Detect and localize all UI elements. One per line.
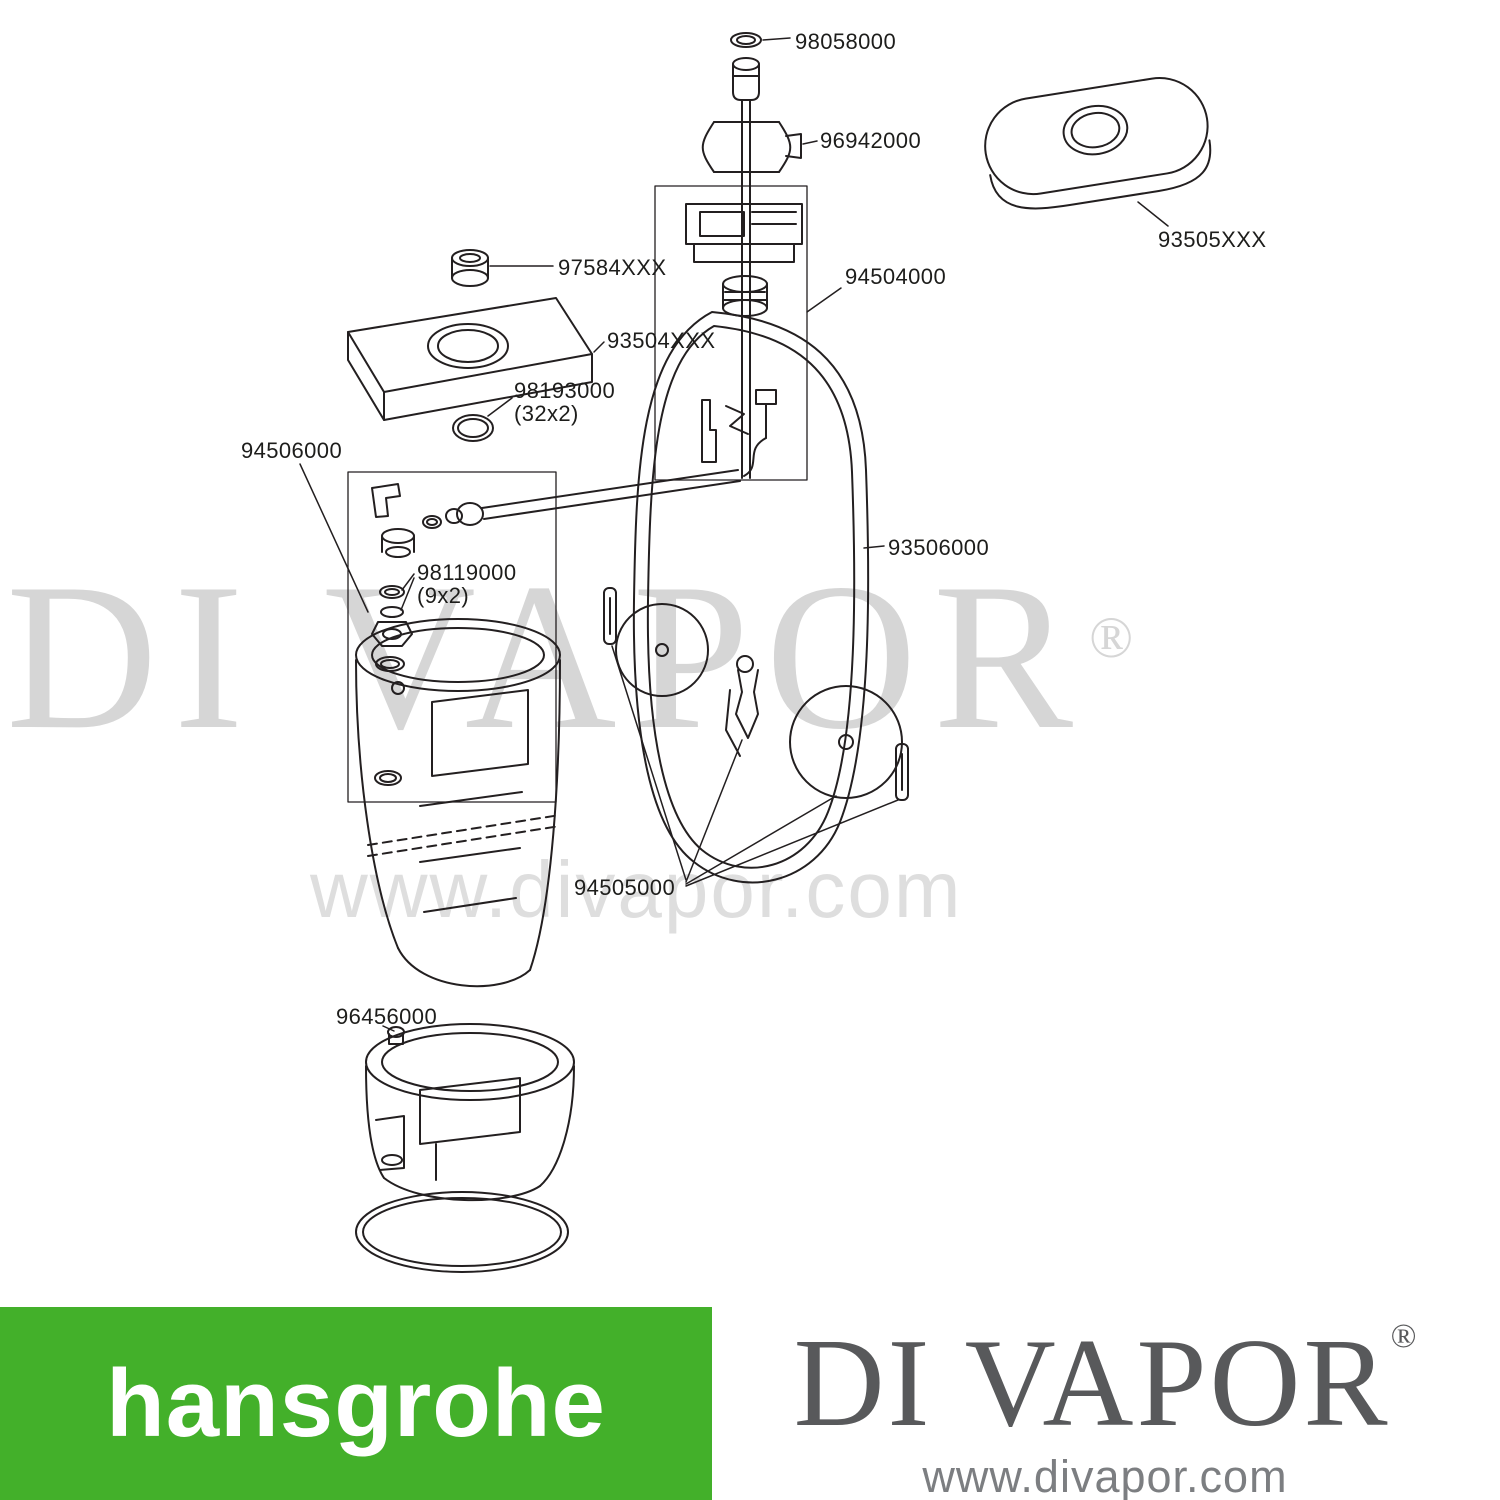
- leader-lines: [299, 37, 1169, 1032]
- detail-box-94504000: [654, 185, 808, 481]
- part-oring-98193000: [452, 414, 494, 442]
- part-escutcheon-93505: [984, 77, 1212, 210]
- divapor-logo: DI VAPOR®: [745, 1320, 1465, 1447]
- part-label-94504000: 94504000: [845, 264, 947, 289]
- part-hook: [371, 483, 401, 518]
- part-body-upper: [355, 618, 561, 988]
- part-weights-94505000: [603, 587, 909, 801]
- part-valve-98119000: [371, 528, 415, 672]
- part-label-98058000: 98058000: [795, 29, 897, 54]
- part-label-98119000-number: 98119000: [417, 560, 517, 585]
- exploded-parts-drawing: [299, 32, 1212, 1273]
- divapor-url: www.divapor.com: [922, 1451, 1288, 1500]
- part-body-lower: [365, 1023, 575, 1202]
- part-label-98119000: 98119000 (9x2): [417, 561, 516, 607]
- part-label-98193000-qty: (32x2): [514, 401, 579, 427]
- watermark-url: www.divapor.com: [310, 845, 963, 934]
- divapor-footer: DI VAPOR® www.divapor.com: [745, 1320, 1465, 1500]
- hansgrohe-logo: hansgrohe: [106, 1349, 606, 1457]
- part-label-94505000: 94505000: [574, 875, 676, 900]
- part-coupling: [722, 275, 768, 317]
- part-cable-holder: [701, 389, 777, 477]
- part-label-93506000: 93506000: [888, 535, 990, 560]
- part-label-96942000: 96942000: [820, 128, 922, 153]
- part-label-98119000-qty: (9x2): [417, 583, 470, 609]
- watermark-logo-text: DI VAPOR: [6, 541, 1090, 773]
- part-escutcheon-93504: [347, 297, 593, 421]
- part-cap-97584: [451, 249, 489, 287]
- part-oring-bottom: [355, 1191, 569, 1273]
- part-clip-96942000: [701, 121, 802, 173]
- hansgrohe-brand-bar: hansgrohe: [0, 1307, 712, 1500]
- part-oring-98058000: [730, 32, 762, 48]
- part-label-97584XXX: 97584XXX: [558, 255, 667, 280]
- part-label-98193000-number: 98193000: [514, 378, 616, 403]
- part-hose-loop-93506000: [632, 311, 870, 884]
- part-label-93504XXX: 93504XXX: [607, 328, 716, 353]
- part-label-93505XXX: 93505XXX: [1158, 227, 1267, 252]
- registered-mark-icon: ®: [1089, 605, 1134, 670]
- part-hose-fitting: [422, 469, 741, 529]
- divapor-registered-mark-icon: ®: [1390, 1318, 1417, 1355]
- part-label-94506000: 94506000: [241, 438, 343, 463]
- part-sensor-module: [685, 203, 803, 263]
- divapor-logo-text: DI VAPOR: [793, 1314, 1391, 1453]
- watermark-logo: DI VAPOR®: [6, 552, 1494, 762]
- part-label-96456000: 96456000: [336, 1004, 438, 1029]
- part-label-98193000: 98193000 (32x2): [514, 379, 615, 425]
